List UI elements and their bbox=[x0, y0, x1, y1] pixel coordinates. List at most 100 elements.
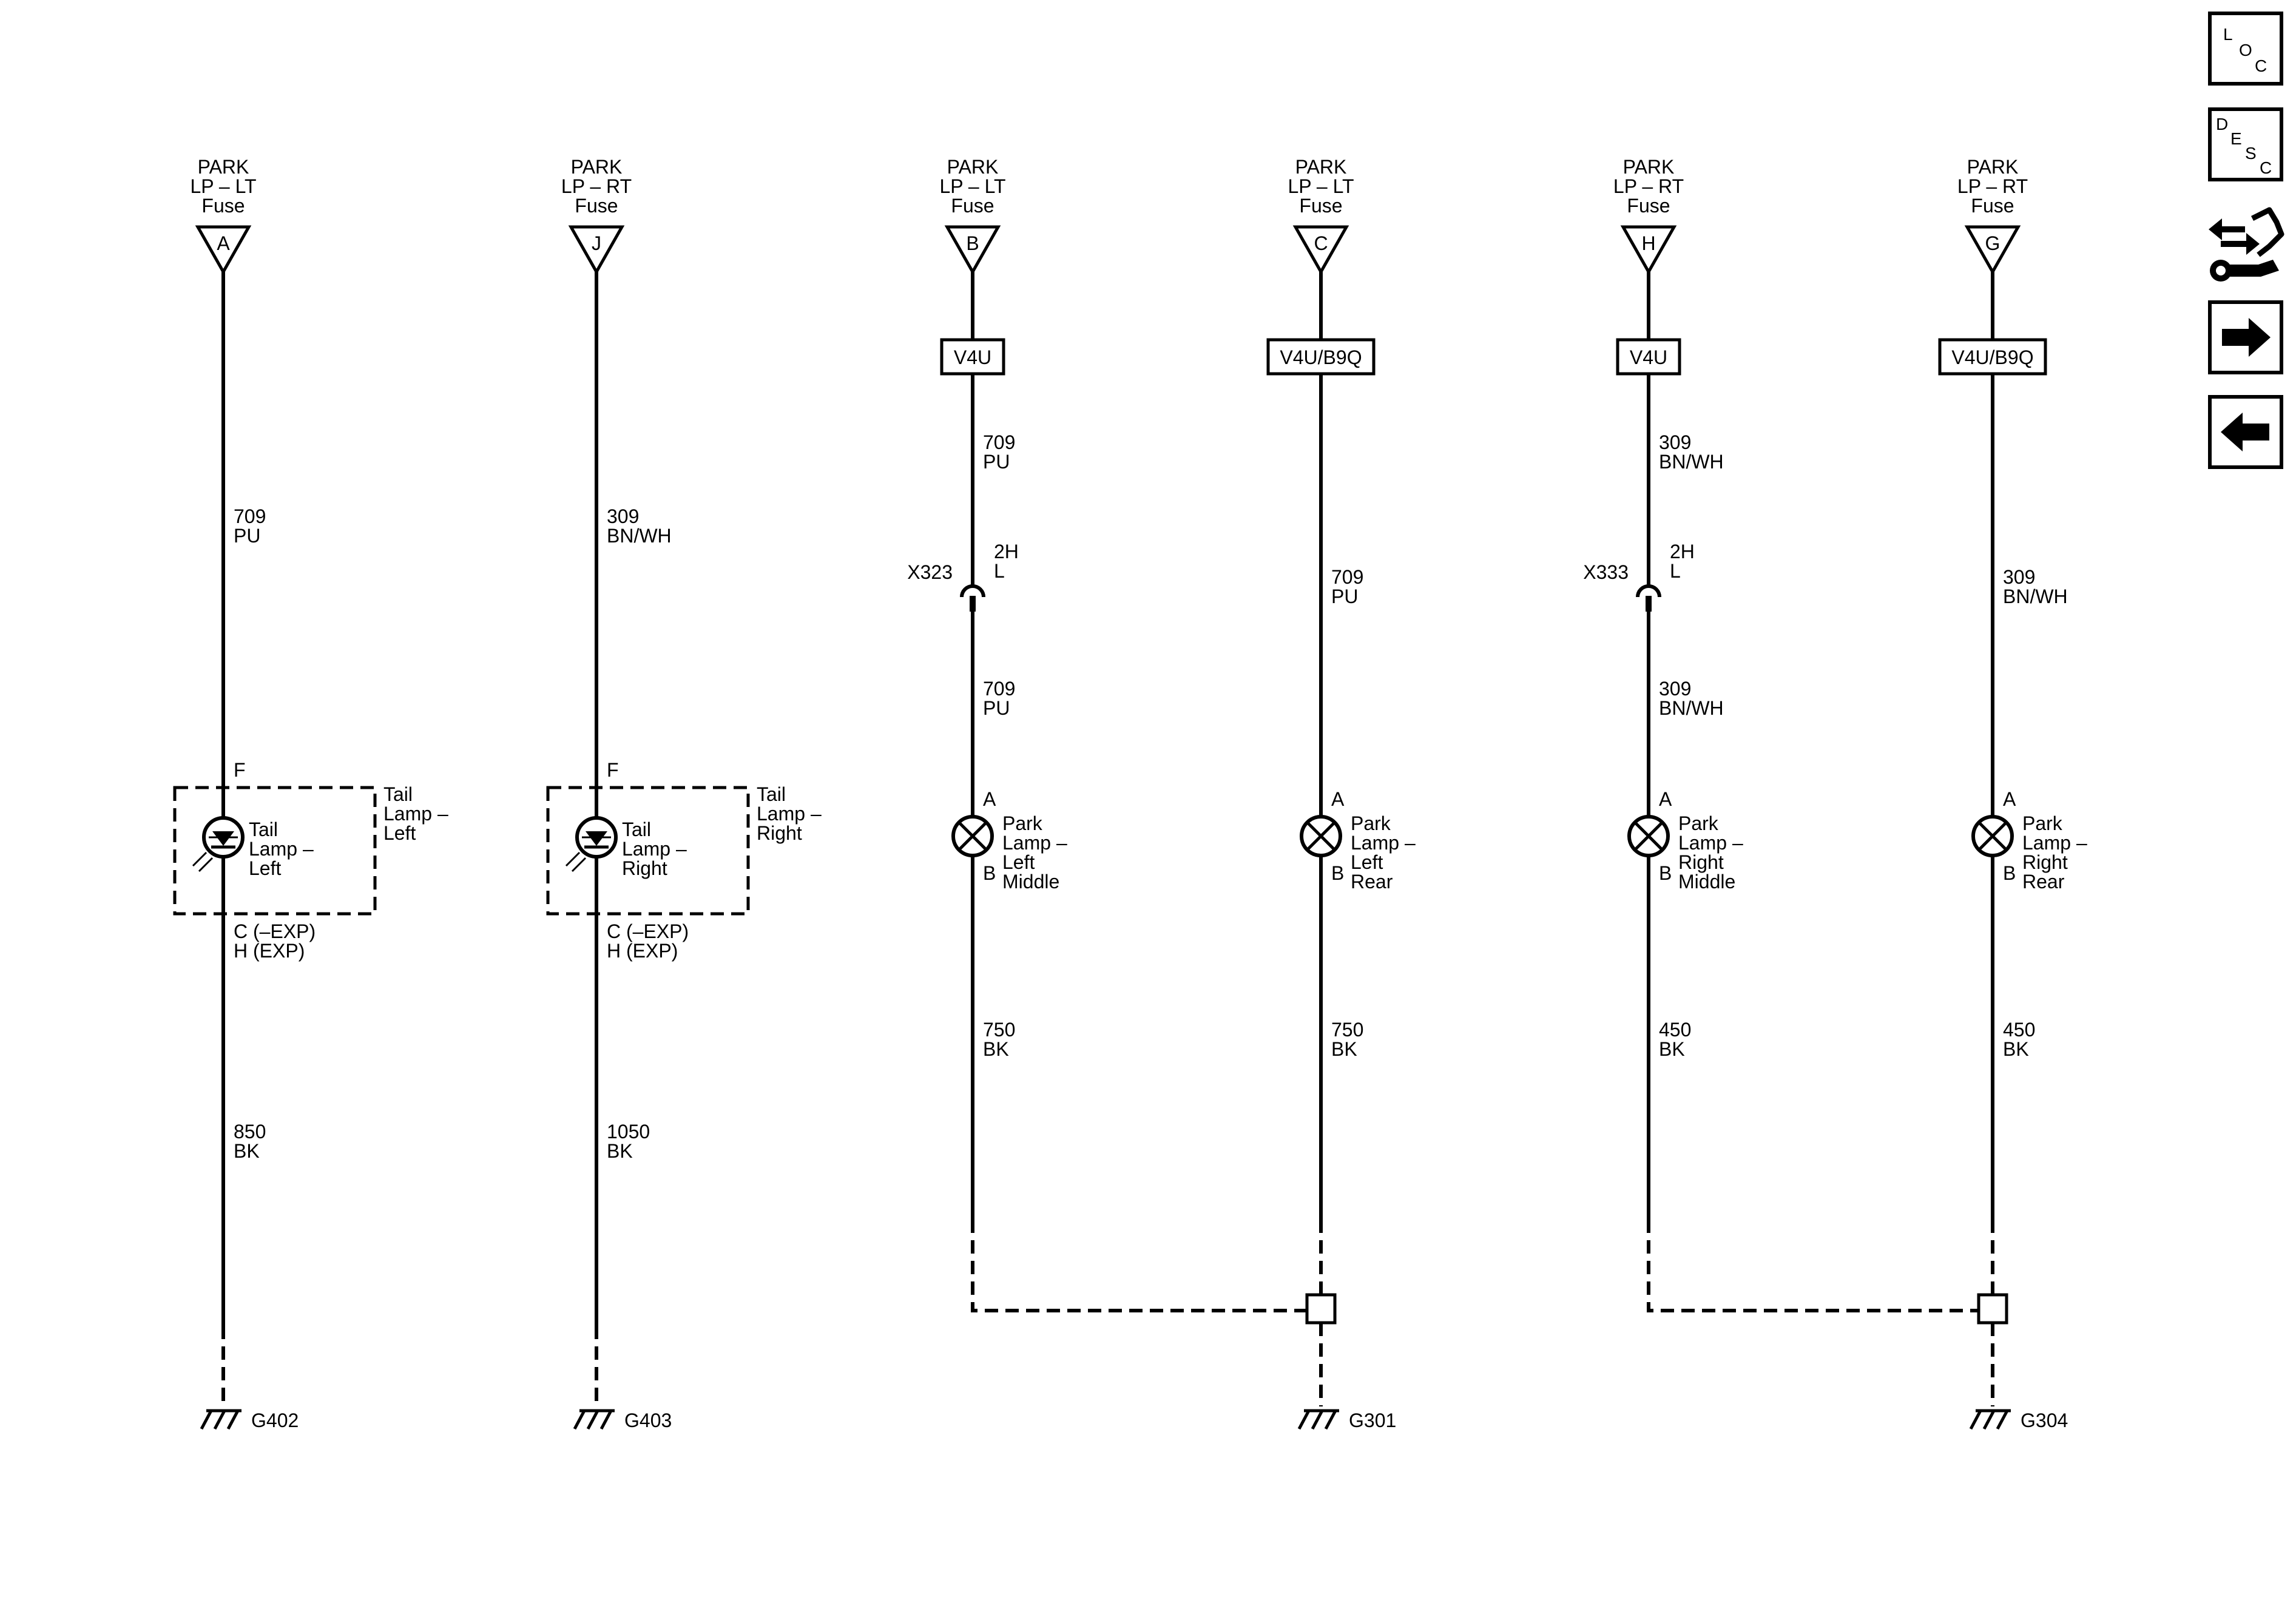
wire-label: BK bbox=[1659, 1038, 1685, 1060]
fuse-terminal-icon bbox=[1620, 225, 1677, 275]
pin-label: B bbox=[1659, 862, 1672, 884]
wire-label: 709 bbox=[234, 505, 266, 527]
device-label: Rear bbox=[1351, 871, 1393, 893]
inline-connector-icon bbox=[960, 584, 985, 598]
option-box bbox=[1616, 338, 1681, 376]
fuse-pin: G bbox=[1985, 232, 2001, 254]
desc-letter: C bbox=[2260, 158, 2272, 177]
device-label: Tail bbox=[249, 819, 278, 840]
wire-label: 450 bbox=[1659, 1019, 1691, 1041]
loc-button[interactable]: L O C bbox=[2208, 12, 2283, 86]
fuse-label: Fuse bbox=[1971, 195, 2014, 217]
inline-connector-icon bbox=[1636, 584, 1661, 598]
fuse-pin: B bbox=[966, 232, 979, 254]
circuit-tail-lamp-left: PARK LP – LT Fuse A 709 PU F Tail Lamp –… bbox=[173, 156, 448, 1431]
pin-label: F bbox=[607, 759, 619, 781]
connector-label: X333 bbox=[1583, 561, 1629, 583]
desc-letter: D bbox=[2216, 115, 2228, 133]
option-label: V4U/B9Q bbox=[1951, 346, 2033, 368]
wire-label: 709 bbox=[983, 678, 1015, 700]
wire-label: BN/WH bbox=[1659, 451, 1724, 473]
desc-letter: S bbox=[2245, 144, 2257, 163]
device-label: Left bbox=[1351, 851, 1383, 873]
fuse-pin: H bbox=[1641, 232, 1655, 254]
device-label: Lamp – bbox=[2022, 832, 2087, 854]
ground-icon bbox=[573, 1409, 615, 1430]
pin-label: F bbox=[234, 759, 246, 781]
ground-icon bbox=[1297, 1409, 1339, 1430]
loc-letter: C bbox=[2255, 56, 2267, 75]
device-label: Middle bbox=[1002, 871, 1059, 893]
fuse-label: LP – RT bbox=[561, 175, 632, 197]
device-label: Right bbox=[622, 857, 667, 879]
pin-label: A bbox=[2003, 788, 2016, 810]
wire-label: 709 bbox=[983, 431, 1015, 453]
connector-wrench-icon[interactable] bbox=[2209, 207, 2284, 282]
pin-label: B bbox=[983, 862, 996, 884]
ground-icon bbox=[200, 1409, 241, 1430]
fuse-label: Fuse bbox=[1627, 195, 1670, 217]
fuse-terminal-icon bbox=[568, 225, 625, 275]
pin-label: C (–EXP) bbox=[607, 920, 689, 942]
pin-label: A bbox=[983, 788, 996, 810]
desc-button[interactable]: D E S C bbox=[2208, 107, 2283, 181]
light-emission-icon bbox=[565, 851, 581, 867]
fuse-label: LP – LT bbox=[190, 175, 256, 197]
wire-label: BN/WH bbox=[2003, 586, 2068, 607]
wire-label: 850 bbox=[234, 1121, 266, 1143]
device-label: Park bbox=[2022, 812, 2063, 834]
fuse-pin: C bbox=[1314, 232, 1328, 254]
fuse-label: PARK bbox=[947, 156, 999, 178]
fuse-terminal-icon bbox=[1964, 225, 2021, 275]
device-label: Right bbox=[2022, 851, 2068, 873]
component-label: Right bbox=[757, 822, 802, 844]
device-label: Park bbox=[1002, 812, 1043, 834]
component-label: Lamp – bbox=[757, 803, 822, 825]
component-label: Tail bbox=[383, 783, 413, 805]
wire-label: 309 bbox=[1659, 678, 1691, 700]
device-label: Rear bbox=[2022, 871, 2065, 893]
circuit-park-lamp-right-rear: PARK LP – RT Fuse G V4U/B9Q 309 BN/WH A … bbox=[1938, 156, 2087, 1431]
connector-pin-label: L bbox=[1670, 560, 1681, 582]
component-label: Lamp – bbox=[383, 803, 448, 825]
wire-label: BK bbox=[607, 1140, 633, 1162]
circuit-park-lamp-left-middle: PARK LP – LT Fuse B V4U 709 PU X323 2H L… bbox=[907, 156, 1311, 1312]
connector-pin-label: 2H bbox=[994, 541, 1019, 562]
fuse-label: PARK bbox=[1295, 156, 1347, 178]
fuse-label: PARK bbox=[1623, 156, 1675, 178]
wire-dashed bbox=[1647, 1220, 1980, 1312]
splice-icon bbox=[1977, 1293, 2008, 1325]
option-box bbox=[1938, 338, 2047, 376]
arrow-right-button[interactable] bbox=[2208, 300, 2283, 374]
pin-label: B bbox=[2003, 862, 2016, 884]
diode-symbol bbox=[212, 831, 234, 846]
fuse-label: Fuse bbox=[575, 195, 618, 217]
pin-label: A bbox=[1659, 788, 1672, 810]
connector-pin-label: 2H bbox=[1670, 541, 1695, 562]
wire-dashed bbox=[971, 1220, 1311, 1312]
wire-label: PU bbox=[983, 451, 1010, 473]
loc-letter: L bbox=[2223, 25, 2233, 44]
splice-icon bbox=[1305, 1293, 1337, 1325]
fuse-label: LP – RT bbox=[1957, 175, 2028, 197]
wire-label: BK bbox=[1331, 1038, 1357, 1060]
device-label: Middle bbox=[1678, 871, 1735, 893]
wire-label: BN/WH bbox=[1659, 697, 1724, 719]
device-label: Park bbox=[1678, 812, 1719, 834]
wire-label: 750 bbox=[983, 1019, 1015, 1041]
wire-label: BN/WH bbox=[607, 525, 672, 547]
loc-letter: O bbox=[2239, 41, 2252, 59]
fuse-label: LP – LT bbox=[1288, 175, 1354, 197]
ground-label: G402 bbox=[251, 1409, 299, 1431]
arrow-left-button[interactable] bbox=[2208, 395, 2283, 469]
fuse-label: Fuse bbox=[951, 195, 994, 217]
fuse-label: PARK bbox=[571, 156, 623, 178]
light-emission-icon bbox=[192, 851, 208, 867]
option-label: V4U bbox=[954, 346, 991, 368]
circuit-park-lamp-right-middle: PARK LP – RT Fuse H V4U 309 BN/WH X333 2… bbox=[1583, 156, 1980, 1312]
ground-label: G403 bbox=[624, 1409, 672, 1431]
fuse-label: Fuse bbox=[1299, 195, 1342, 217]
fuse-pin: A bbox=[217, 232, 230, 254]
circuit-park-lamp-left-rear: PARK LP – LT Fuse C V4U/B9Q 709 PU A B P… bbox=[1266, 156, 1416, 1431]
fuse-label: LP – LT bbox=[939, 175, 1005, 197]
